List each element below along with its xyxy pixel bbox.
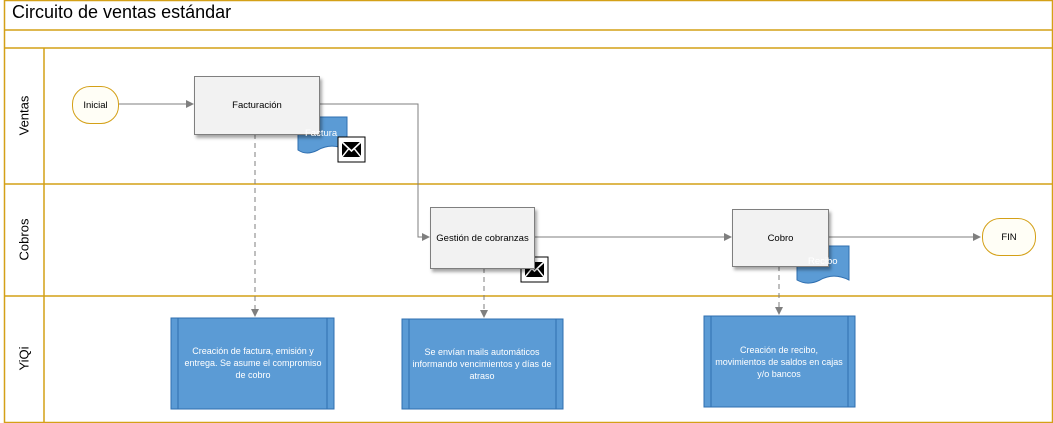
envelope-icon: [337, 136, 366, 163]
factura-document-label: Factura: [305, 128, 338, 139]
note-gestion-cobranzas: Se envían mails automáticos informando v…: [412, 346, 552, 382]
process-facturacion: Facturación: [194, 76, 320, 135]
note-box-3-shape: [703, 315, 856, 408]
note-box-2-shape: [401, 318, 564, 410]
process-facturacion-label: Facturación: [232, 100, 282, 111]
process-gestion-label: Gestión de cobranzas: [436, 232, 529, 244]
note-box-1-shape: [170, 317, 335, 410]
process-cobro-label: Cobro: [767, 232, 794, 244]
lane-label-yiqi: YiQi: [16, 346, 32, 371]
recibo-document-label: Recibo: [808, 256, 838, 267]
arrow-facturacion-gestion: [319, 103, 430, 241]
process-cobro: Cobro: [732, 209, 829, 267]
end-terminal: FIN: [982, 218, 1036, 256]
lane-label-cobros: Cobros: [16, 218, 32, 261]
note-cobro: Creación de recibo, movimientos de saldo…: [715, 344, 843, 380]
lane-label-ventas: Ventas: [16, 95, 32, 136]
diagram-title: Circuito de ventas estándar: [12, 2, 232, 22]
end-label: FIN: [1001, 231, 1017, 243]
start-terminal: Inicial: [72, 86, 119, 124]
start-label: Inicial: [83, 99, 108, 111]
note-facturacion: Creación de factura, emisión y entrega. …: [184, 345, 322, 381]
process-gestion-cobranzas: Gestión de cobranzas: [430, 207, 535, 269]
